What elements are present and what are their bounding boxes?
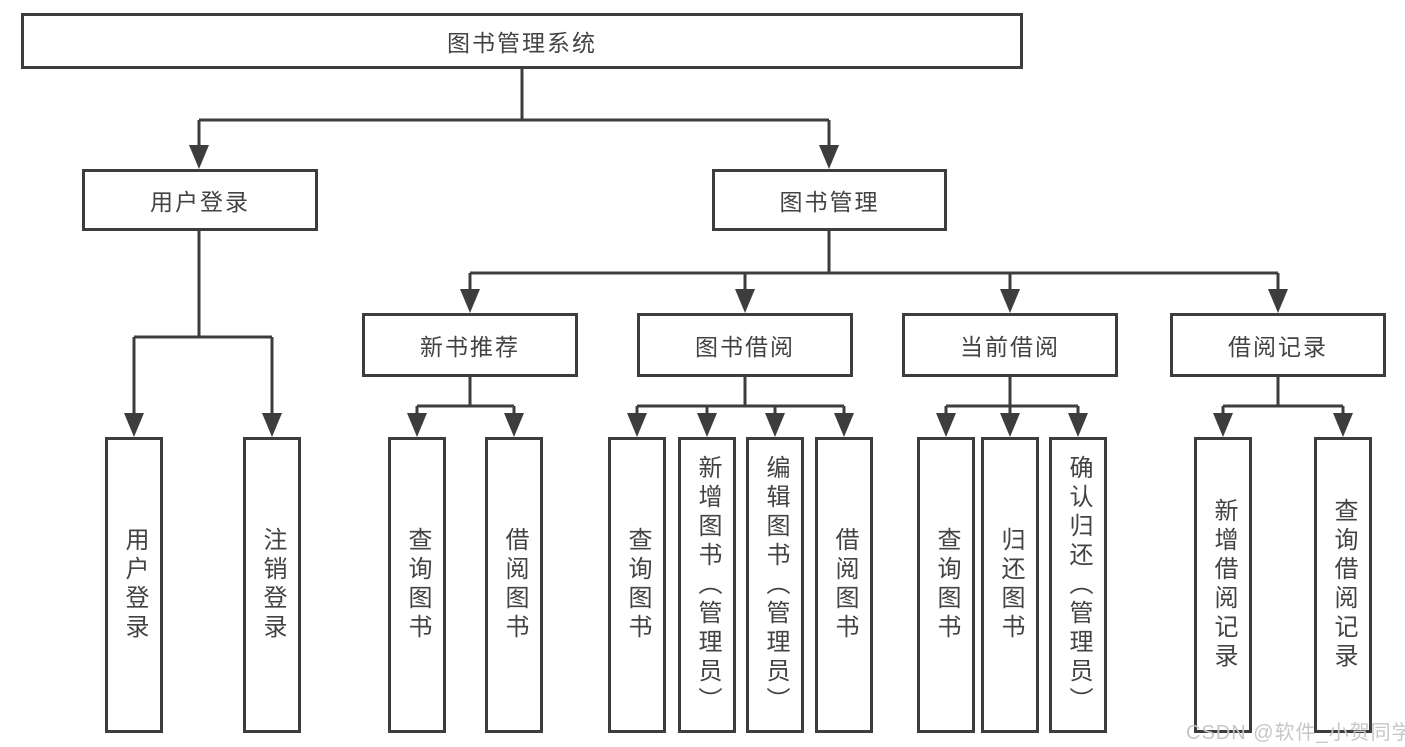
arrowhead [1068,413,1088,437]
csdn-watermark: CSDN @软件_小贺同学 [1186,722,1405,744]
node-user-login: 用户登录 [82,169,318,231]
leaf-borrow-edit-book: 编辑图书（管理员） [746,437,804,733]
leaf-logout: 注销登录 [243,437,301,733]
connector-userlogin-to-leaves [132,231,274,414]
arrowhead [697,413,717,437]
node-current-borrow: 当前借阅 [902,313,1118,377]
arrowhead [1000,289,1020,313]
leaf-user-login: 用户登录 [105,437,163,733]
connector-currentborrow-to-leaves [944,377,1080,414]
leaf-borrow-borrow-book: 借阅图书 [815,437,873,733]
connector-root-to-level2 [197,69,831,146]
leaf-borrow-query-book: 查询图书 [608,437,666,733]
arrowhead [819,145,839,169]
connector-bookborrow-to-leaves [635,377,846,414]
node-book-borrow: 图书借阅 [637,313,853,377]
leaf-record-query: 查询借阅记录 [1314,437,1372,733]
arrowhead [936,413,956,437]
leaf-recommend-query-book: 查询图书 [388,437,446,733]
arrowhead [735,289,755,313]
arrowhead [1268,289,1288,313]
arrowhead [262,413,282,437]
arrowhead [627,413,647,437]
arrowhead [504,413,524,437]
leaf-current-return-book: 归还图书 [981,437,1039,733]
arrowhead [124,413,144,437]
node-borrow-record: 借阅记录 [1170,313,1386,377]
connector-record-to-leaves [1221,377,1345,414]
node-root: 图书管理系统 [21,13,1023,69]
arrowhead [834,413,854,437]
arrowhead [189,145,209,169]
leaf-current-query-book: 查询图书 [917,437,975,733]
arrowhead [765,413,785,437]
node-book-management: 图书管理 [712,169,947,231]
leaf-recommend-borrow-book: 借阅图书 [485,437,543,733]
arrowhead [407,413,427,437]
leaf-record-add: 新增借阅记录 [1194,437,1252,733]
arrowhead [1333,413,1353,437]
connector-bookmanagement-to-level3 [468,231,1280,290]
arrowhead [1000,413,1020,437]
connector-recommend-to-leaves [415,377,516,414]
arrowhead [1213,413,1233,437]
leaf-borrow-add-book: 新增图书（管理员） [678,437,736,733]
arrowhead [460,289,480,313]
leaf-current-confirm-return: 确认归还（管理员） [1049,437,1107,733]
node-new-book-recommend: 新书推荐 [362,313,578,377]
